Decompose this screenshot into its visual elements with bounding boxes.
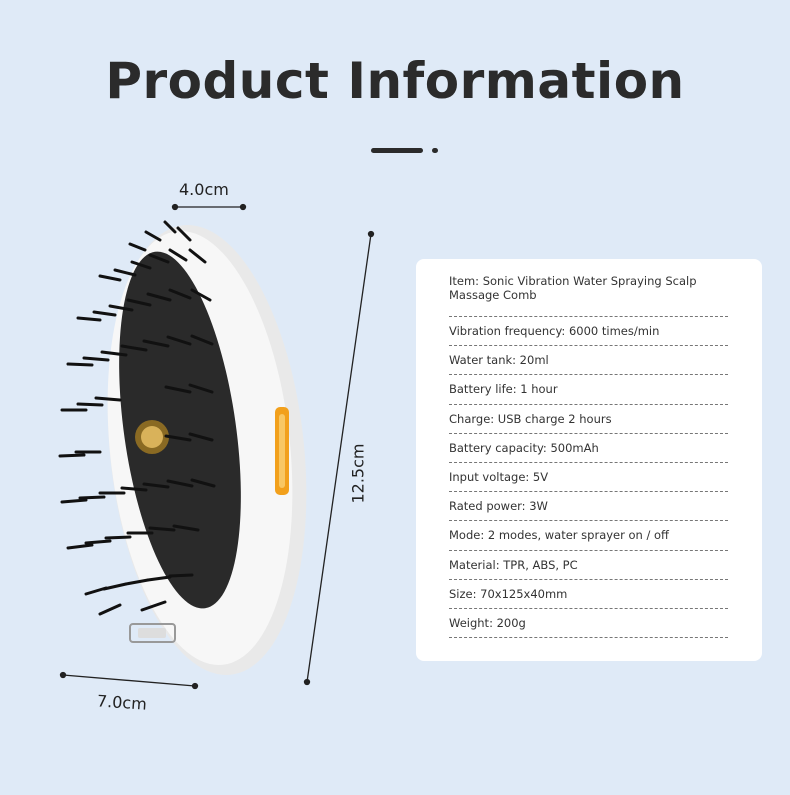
spec-row: Rated power: 3W [449, 492, 728, 522]
height-label: 12.5cm [348, 443, 368, 504]
spec-card: Item: Sonic Vibration Water Spraying Sca… [416, 259, 762, 661]
title-underline-dot [432, 148, 438, 153]
width-dimension-line [171, 203, 247, 211]
length-dimension-line [59, 671, 199, 690]
page-title: Product Information [105, 52, 685, 110]
spec-row: Size: 70x125x40mm [449, 580, 728, 609]
spec-row: Weight: 200g [449, 609, 728, 639]
spec-row: Mode: 2 modes, water sprayer on / off [449, 521, 728, 551]
usb-port [129, 623, 176, 643]
height-dimension-line [303, 230, 375, 686]
spec-row: Battery life: 1 hour [449, 375, 728, 405]
spec-list: Item: Sonic Vibration Water Spraying Sca… [449, 273, 728, 639]
spec-row: Battery capacity: 500mAh [449, 434, 728, 463]
spec-row: Water tank: 20ml [449, 346, 728, 376]
comb-image [58, 220, 307, 675]
spec-row: Item: Sonic Vibration Water Spraying Sca… [449, 273, 728, 317]
spec-row: Vibration frequency: 6000 times/min [449, 317, 728, 347]
spec-row: Material: TPR, ABS, PC [449, 551, 728, 580]
spec-row: Input voltage: 5V [449, 463, 728, 493]
width-label: 4.0cm [179, 180, 229, 199]
spec-row: Charge: USB charge 2 hours [449, 405, 728, 434]
title-underline [371, 148, 423, 153]
length-label: 7.0cm [96, 691, 148, 714]
